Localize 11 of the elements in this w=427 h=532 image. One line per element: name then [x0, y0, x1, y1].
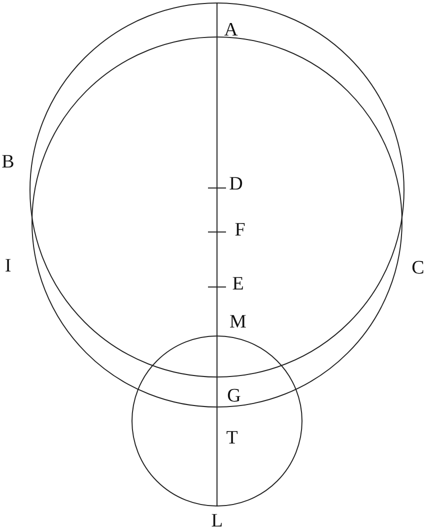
point-label: B — [2, 152, 14, 172]
point-label: T — [226, 428, 238, 448]
point-label: C — [412, 258, 424, 278]
point-label: I — [4, 256, 12, 276]
point-label: F — [234, 220, 246, 240]
point-label: A — [224, 20, 238, 40]
point-label: G — [227, 386, 241, 406]
point-label: M — [230, 312, 246, 332]
point-label: L — [211, 512, 223, 530]
point-label: D — [229, 174, 243, 194]
point-label: E — [232, 274, 244, 294]
